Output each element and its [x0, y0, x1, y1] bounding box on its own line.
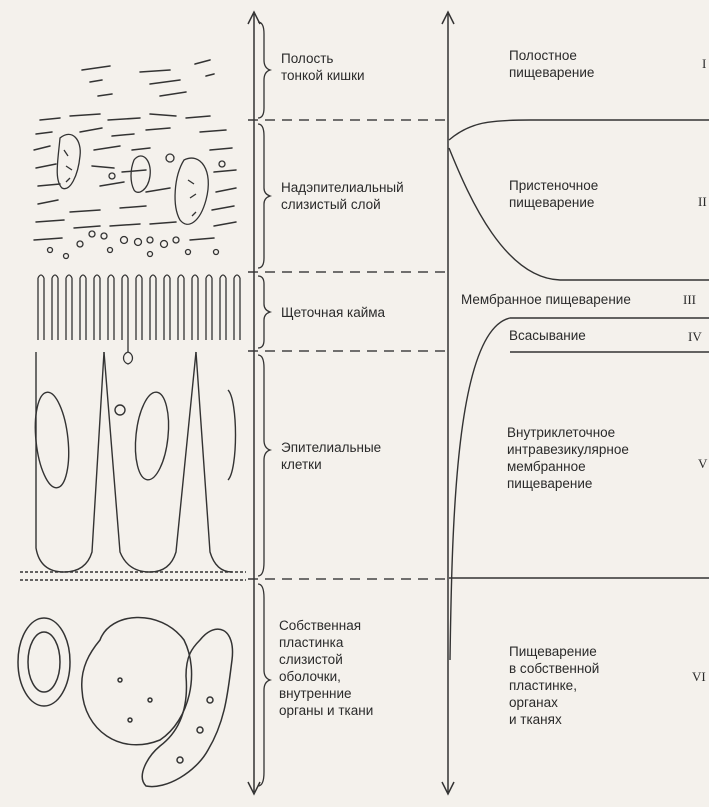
- label-line: Собственная: [279, 618, 361, 633]
- label-line: Всасывание: [509, 328, 586, 343]
- label-cavity-digestion: Полостное пищеварение: [509, 48, 594, 80]
- zone-label-lamina-propria: Собственная пластинка слизистой оболочки, вн…: [279, 618, 373, 718]
- label-line: мембранное: [507, 459, 586, 474]
- label-line: пищеварение: [509, 65, 594, 80]
- lamina-propria-cells: [18, 617, 233, 786]
- label-line: слизистой: [279, 652, 343, 667]
- label-line: пищеварение: [509, 195, 594, 210]
- roman-numeral-3: III: [683, 292, 696, 307]
- label-line: IV: [688, 329, 702, 344]
- epithelial-cells: [20, 352, 246, 580]
- label-line: оболочки,: [279, 669, 341, 684]
- right-axis-arrow: [442, 12, 454, 794]
- label-line: II: [698, 194, 707, 209]
- label-line: пластинке,: [509, 678, 577, 693]
- zone-braces: [258, 22, 270, 786]
- zone-label-lumen: Полость тонкой кишки: [281, 51, 365, 83]
- label-line: слизистый слой: [281, 197, 381, 212]
- label-line: Эпителиальные: [281, 440, 381, 455]
- label-line: V: [698, 456, 708, 471]
- label-line: Пищеварение: [509, 644, 597, 659]
- label-line: пищеварение: [507, 476, 592, 491]
- zone-label-brush-border: Щеточная кайма: [281, 305, 386, 320]
- label-membrane-digestion: Мембранное пищеварение: [461, 292, 631, 307]
- label-tissue-digestion: Пищеварение в собственной пластинке, органа…: [509, 644, 599, 727]
- label-line: III: [683, 292, 696, 307]
- roman-numeral-4: IV: [688, 329, 702, 344]
- label-line: органы и ткани: [279, 703, 373, 718]
- roman-numeral-1: I: [702, 56, 706, 71]
- label-line: внутренние: [279, 686, 352, 701]
- label-line: VI: [692, 669, 706, 684]
- label-line: пластинка: [279, 635, 344, 650]
- label-line: Пристеночное: [509, 178, 598, 193]
- roman-numeral-5: V: [698, 456, 708, 471]
- roman-numeral-6: VI: [692, 669, 706, 684]
- label-line: органах: [509, 695, 558, 710]
- zone-label-mucous-layer: Надэпителиальный слизистый слой: [281, 180, 404, 212]
- label-line: Полостное: [509, 48, 577, 63]
- label-absorption: Всасывание: [509, 328, 586, 343]
- label-intracellular-digestion: Внутриклеточное интравезикулярное мембранн…: [507, 425, 629, 491]
- lumen-particles: [82, 60, 214, 96]
- left-axis-arrow: [248, 12, 260, 794]
- label-line: Щеточная кайма: [281, 305, 386, 320]
- label-line: I: [702, 56, 706, 71]
- roman-numeral-2: II: [698, 194, 707, 209]
- label-line: Внутриклеточное: [507, 425, 615, 440]
- label-line: интравезикулярное: [507, 442, 629, 457]
- label-line: тонкой кишки: [281, 68, 365, 83]
- label-line: Полость: [281, 51, 333, 66]
- label-line: в собственной: [509, 661, 599, 676]
- label-line: и тканях: [509, 712, 562, 727]
- brush-border: [38, 275, 240, 364]
- mucous-layer: [34, 114, 236, 240]
- label-parietal-digestion: Пристеночное пищеварение: [509, 178, 598, 210]
- label-line: клетки: [281, 457, 322, 472]
- label-line: Надэпителиальный: [281, 180, 404, 195]
- zone-label-epithelial-cells: Эпителиальные клетки: [281, 440, 381, 472]
